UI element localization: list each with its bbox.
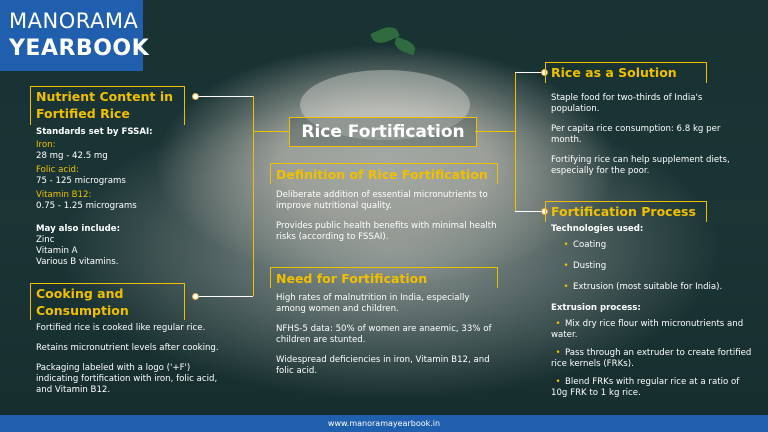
technology-item: •Dusting xyxy=(559,261,756,272)
definition-body: Deliberate addition of essential micronu… xyxy=(276,190,501,252)
bullet-icon: • xyxy=(555,319,561,329)
connector-line xyxy=(197,96,253,97)
process-body: Technologies used: •Coating •Dusting •Ex… xyxy=(551,224,756,399)
connector-line xyxy=(515,72,516,212)
extrusion-process-label: Extrusion process: xyxy=(551,303,641,313)
need-body: High rates of malnutrition in India, esp… xyxy=(276,293,501,386)
need-point: Widespread deficiencies in iron, Vitamin… xyxy=(276,355,490,376)
bullet-icon: • xyxy=(563,240,569,250)
solution-point: Fortifying rice can help supplement diet… xyxy=(551,155,730,176)
connector-line xyxy=(253,131,289,132)
technology-item: •Extrusion (most suitable for India). xyxy=(559,282,756,293)
cooking-point: Fortified rice is cooked like regular ri… xyxy=(36,323,206,333)
solution-heading: Rice as a Solution xyxy=(551,65,677,80)
cooking-point: Retains micronutrient levels after cooki… xyxy=(36,343,219,353)
need-point: High rates of malnutrition in India, esp… xyxy=(276,293,470,314)
cooking-heading-frame xyxy=(30,283,185,320)
bullet-icon: • xyxy=(563,261,569,271)
cooking-heading: Cooking and Consumption xyxy=(36,286,129,318)
process-heading-frame xyxy=(545,201,707,222)
logo-line-2: YEARBOOK xyxy=(9,36,150,61)
solution-body: Staple food for two-thirds of India's po… xyxy=(551,93,751,186)
nutrient-body: Standards set by FSSAI: Iron: 28 mg - 42… xyxy=(36,127,196,268)
vitamin-b12-value: 0.75 - 1.25 micrograms xyxy=(36,201,137,211)
include-item: Various B vitamins. xyxy=(36,257,119,267)
connector-line xyxy=(253,96,254,296)
include-item: Zinc xyxy=(36,235,55,245)
solution-point: Staple food for two-thirds of India's po… xyxy=(551,93,703,114)
definition-point: Provides public health benefits with min… xyxy=(276,221,497,242)
solution-heading-frame xyxy=(545,62,707,83)
iron-label: Iron: xyxy=(36,140,56,150)
connector-line xyxy=(515,72,544,73)
logo-line-1: MANORAMA xyxy=(9,9,139,33)
nutrient-heading: Nutrient Content in Fortified Rice xyxy=(36,89,174,121)
bullet-icon: • xyxy=(555,348,561,358)
connector-line xyxy=(197,296,253,297)
include-item: Vitamin A xyxy=(36,246,78,256)
cooking-body: Fortified rice is cooked like regular ri… xyxy=(36,323,226,405)
extrusion-step: •Pass through an extruder to create fort… xyxy=(551,348,752,369)
connector-dot xyxy=(541,69,548,76)
fssai-standards-label: Standards set by FSSAI: xyxy=(36,127,153,137)
may-also-include-label: May also include: xyxy=(36,224,121,234)
extrusion-step: •Mix dry rice flour with micronutrients … xyxy=(551,319,744,340)
folic-acid-value: 75 - 125 micrograms xyxy=(36,176,126,186)
need-point: NFHS-5 data: 50% of women are anaemic, 3… xyxy=(276,324,492,345)
process-heading: Fortification Process xyxy=(551,204,696,219)
definition-heading: Definition of Rice Fortification xyxy=(276,167,488,182)
connector-dot xyxy=(541,208,548,215)
technology-item: •Coating xyxy=(559,240,756,251)
technologies-label: Technologies used: xyxy=(551,224,644,234)
folic-acid-label: Folic acid: xyxy=(36,165,79,175)
rice-mound xyxy=(300,70,470,140)
need-heading: Need for Fortification xyxy=(276,271,428,286)
extrusion-step: •Blend FRKs with regular rice at a ratio… xyxy=(551,377,740,398)
definition-point: Deliberate addition of essential micronu… xyxy=(276,190,488,211)
connector-dot xyxy=(192,93,199,100)
iron-value: 28 mg - 42.5 mg xyxy=(36,151,108,161)
footer-url[interactable]: www.manoramayearbook.in xyxy=(0,415,768,432)
bullet-icon: • xyxy=(555,377,561,387)
connector-line xyxy=(475,131,515,132)
page-title: Rice Fortification xyxy=(289,117,477,147)
brand-logo: MANORAMA YEARBOOK xyxy=(0,0,149,71)
solution-point: Per capita rice consumption: 6.8 kg per … xyxy=(551,124,721,145)
need-heading-frame xyxy=(270,267,498,288)
connector-line xyxy=(515,211,544,212)
nutrient-heading-frame xyxy=(30,86,185,125)
cooking-point: Packaging labeled with a logo ('+F') ind… xyxy=(36,363,218,395)
bullet-icon: • xyxy=(563,282,569,292)
vitamin-b12-label: Vitamin B12: xyxy=(36,190,92,200)
definition-heading-frame xyxy=(270,163,498,184)
connector-dot xyxy=(192,293,199,300)
